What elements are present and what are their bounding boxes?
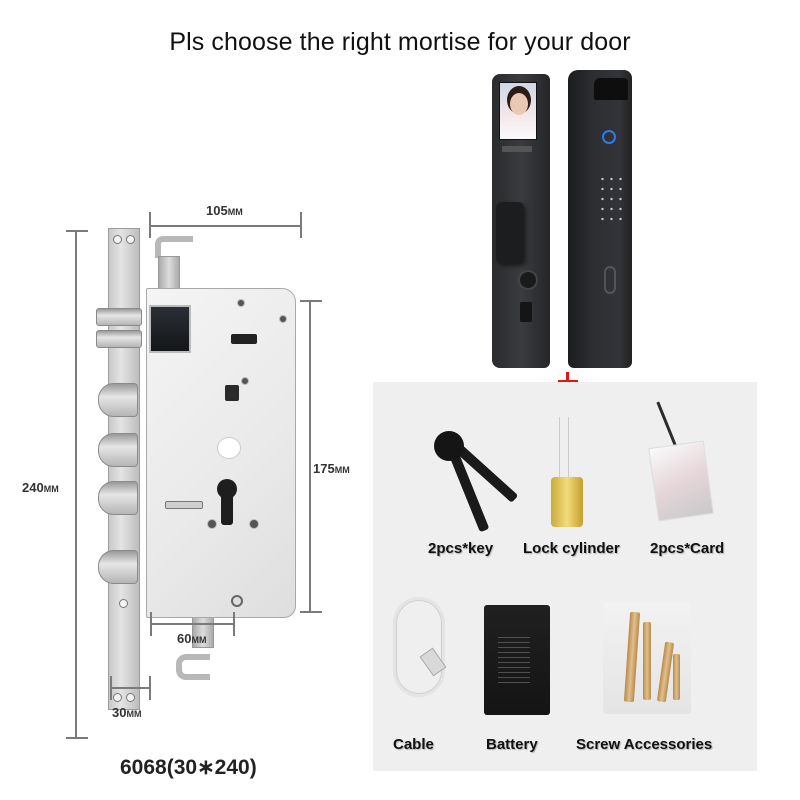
mortise-faceplate [108, 228, 140, 710]
screw-hole [113, 693, 122, 702]
latch-window [149, 305, 191, 353]
dimension-tick [300, 300, 322, 302]
dimension-backset-label: 60MM [177, 631, 207, 646]
screw-hole [119, 599, 128, 608]
accessories-panel: 2pcs*key Lock cylinder 2pcs*Card Cable B… [373, 382, 757, 771]
top-rod [158, 256, 180, 290]
camera-icon [594, 78, 628, 100]
mortise-lock-body [146, 288, 296, 618]
screw [241, 377, 249, 385]
thumb-turn-knob [518, 270, 538, 290]
lock-front-panel [492, 74, 550, 368]
cylinder-key-icon [559, 417, 569, 479]
dimension-faceplate-label: 30MM [112, 705, 142, 720]
lanyard-icon [656, 395, 694, 449]
rfid-card-icon [648, 440, 714, 522]
accessory-label-cable: Cable [393, 736, 434, 753]
screen-buttons [502, 146, 532, 152]
slot [165, 501, 203, 509]
screw-hole [126, 693, 135, 702]
deadbolt [98, 481, 138, 515]
keypad-icon [598, 174, 624, 224]
screw-bag-icon [603, 602, 691, 714]
dimension-line-total-height [75, 230, 77, 738]
dimension-tick [300, 212, 302, 238]
dimension-line-backset [150, 623, 234, 625]
mortise-model-label: 6068(30∗240) [120, 756, 257, 779]
latch-tongue [96, 308, 142, 326]
battery-icon [484, 605, 550, 715]
deadbolt [98, 550, 138, 584]
deadbolt [98, 383, 138, 417]
lock-outer-panel [568, 70, 632, 368]
lock-cylinder-icon [551, 477, 583, 527]
dimension-tick [149, 212, 151, 238]
dimension-tick [110, 676, 112, 700]
top-hook-bolt [155, 236, 193, 258]
page-title: Pls choose the right mortise for your do… [169, 28, 631, 56]
fingerprint-sensor-icon [602, 130, 616, 144]
dimension-total-height-label: 240MM [22, 480, 59, 495]
screw [237, 299, 245, 307]
cylinder-hole [217, 479, 237, 525]
screw-hole [126, 235, 135, 244]
dimension-tick [233, 612, 235, 636]
key-cover [520, 302, 532, 322]
dimension-tick [149, 676, 151, 700]
square-spindle-hole [225, 385, 239, 401]
slot [231, 334, 257, 344]
accessory-label-card: 2pcs*Card [650, 540, 725, 557]
screw [231, 595, 243, 607]
accessory-label-lock-cylinder: Lock cylinder [523, 540, 620, 557]
pull-handle [604, 266, 616, 294]
door-handle [496, 202, 524, 264]
usb-cable-icon [393, 597, 445, 697]
label-sticker [217, 437, 241, 459]
screw-hole [113, 235, 122, 244]
screw [279, 315, 287, 323]
dimension-tick [300, 611, 322, 613]
key-icon [428, 427, 519, 537]
dimension-line-faceplate [110, 687, 150, 689]
screw [207, 519, 217, 529]
dimension-tick [150, 612, 152, 636]
accessory-label-battery: Battery [486, 736, 538, 753]
dimension-width-label: 105MM [206, 203, 243, 218]
screw [249, 519, 259, 529]
latch-tongue [96, 330, 142, 348]
dimension-tick [66, 230, 88, 232]
accessory-label-screws: Screw Accessories [576, 736, 713, 753]
dimension-line-width [149, 225, 301, 227]
dimension-line-body-height [309, 300, 311, 612]
deadbolt [98, 433, 138, 467]
smart-lock-image [486, 70, 646, 370]
accessory-label-keys: 2pcs*key [428, 540, 494, 557]
bottom-hook-bolt [176, 654, 210, 680]
dimension-tick [66, 737, 88, 739]
dimension-body-height-label: 175MM [313, 461, 350, 476]
video-screen [499, 82, 537, 140]
